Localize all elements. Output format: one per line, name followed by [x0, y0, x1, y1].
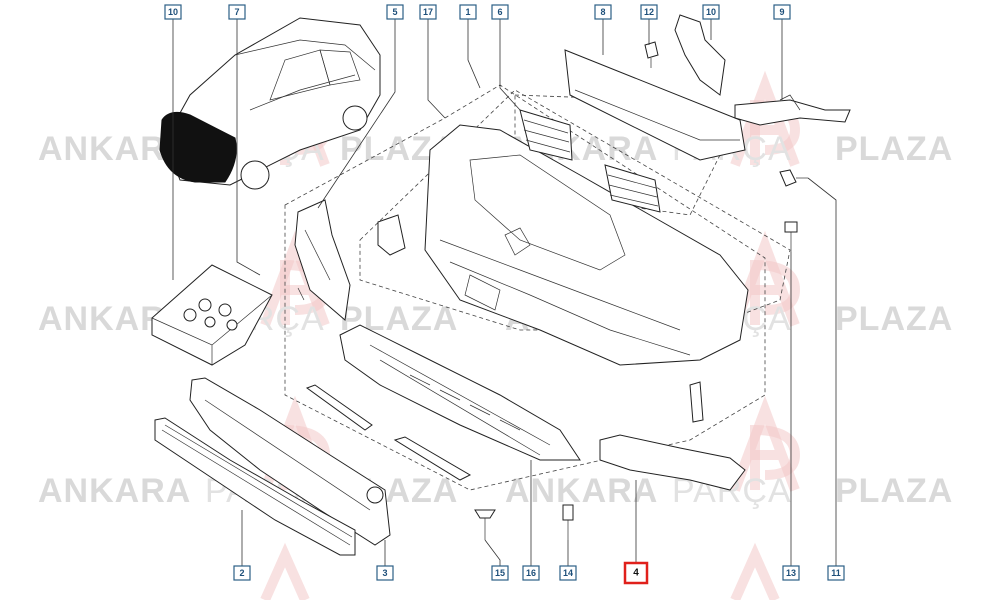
callout-10-right[interactable]: 10	[702, 4, 720, 20]
watermark-logo-icon	[260, 542, 310, 600]
assembly-outline-1	[359, 89, 791, 331]
callout-label: 2	[239, 568, 244, 578]
watermark-word: ANKARA	[38, 472, 191, 510]
part-rivet-15	[474, 509, 496, 540]
callout-label: 11	[831, 568, 841, 578]
callout-3[interactable]: 3	[376, 565, 394, 581]
car-thumbnail	[159, 17, 381, 190]
callout-label: 4	[633, 568, 639, 579]
callout-label: 9	[779, 7, 784, 17]
part-deflector-center	[393, 436, 472, 481]
part-lower-grille-2	[154, 417, 356, 556]
watermark-word: PLAZA	[835, 472, 953, 510]
callout-label: 1	[465, 7, 470, 17]
callout-label: 15	[495, 568, 505, 578]
callout-label: 10	[168, 7, 178, 17]
callout-label: 17	[423, 7, 433, 17]
watermark-logo-icon	[730, 395, 801, 492]
callout-label: 16	[526, 568, 536, 578]
part-under-shield-16	[339, 324, 581, 461]
part-side-bracket-7	[294, 199, 351, 321]
callout-label: 7	[234, 7, 239, 17]
watermark-logo-icon	[730, 542, 780, 600]
callout-label: 6	[497, 7, 502, 17]
callouts: 10 7 5 17 1 6 8 12	[164, 4, 845, 585]
part-bolt-12	[644, 41, 659, 68]
part-side-deflector-4	[599, 434, 746, 491]
part-upper-bracket-10	[674, 14, 726, 96]
part-bolt-13	[784, 221, 798, 252]
callout-13[interactable]: 13	[782, 565, 800, 581]
callout-label: 14	[563, 568, 573, 578]
callout-6[interactable]: 6	[491, 4, 509, 20]
callout-label: 12	[644, 7, 654, 17]
callout-10-left[interactable]: 10	[164, 4, 182, 20]
part-deflector-left	[305, 384, 373, 431]
callout-label: 8	[600, 7, 605, 17]
part-side-support-9	[734, 94, 851, 126]
callout-8[interactable]: 8	[594, 4, 612, 20]
part-small-clip	[689, 381, 704, 423]
callout-1[interactable]: 1	[459, 4, 477, 20]
callout-4-highlighted[interactable]: 4	[623, 561, 649, 585]
callout-7[interactable]: 7	[228, 4, 246, 20]
part-grille-trim-3	[189, 377, 391, 546]
callout-12[interactable]: 12	[640, 4, 658, 20]
watermark-word: PLAZA	[835, 300, 953, 338]
part-lower-grille-left-6	[519, 109, 573, 161]
callout-17[interactable]: 17	[419, 4, 437, 20]
part-bolt-14	[562, 504, 574, 540]
part-front-bumper-1	[424, 124, 749, 366]
callout-15[interactable]: 15	[491, 565, 509, 581]
leader-lines	[172, 18, 837, 566]
car-front-bumper-highlight	[159, 111, 237, 183]
callout-9[interactable]: 9	[773, 4, 791, 20]
part-bolt-11	[779, 169, 808, 187]
callout-label: 3	[382, 568, 387, 578]
callout-16[interactable]: 16	[522, 565, 540, 581]
callout-label: 10	[706, 7, 716, 17]
callout-2[interactable]: 2	[233, 565, 251, 581]
callout-label: 13	[786, 568, 796, 578]
callout-14[interactable]: 14	[559, 565, 577, 581]
assembly-outline-17	[284, 84, 766, 491]
watermark-word: PLAZA	[835, 130, 953, 168]
part-lower-grille-right-6	[604, 164, 661, 213]
callout-label: 5	[392, 7, 397, 17]
callout-5[interactable]: 5	[386, 4, 404, 20]
part-hardware-kit-box	[151, 264, 273, 366]
callout-11[interactable]: 11	[827, 565, 845, 581]
watermark-word: ANKARA	[505, 472, 658, 510]
part-bracket-clip	[377, 214, 406, 256]
part-upper-trim-8	[564, 49, 746, 161]
